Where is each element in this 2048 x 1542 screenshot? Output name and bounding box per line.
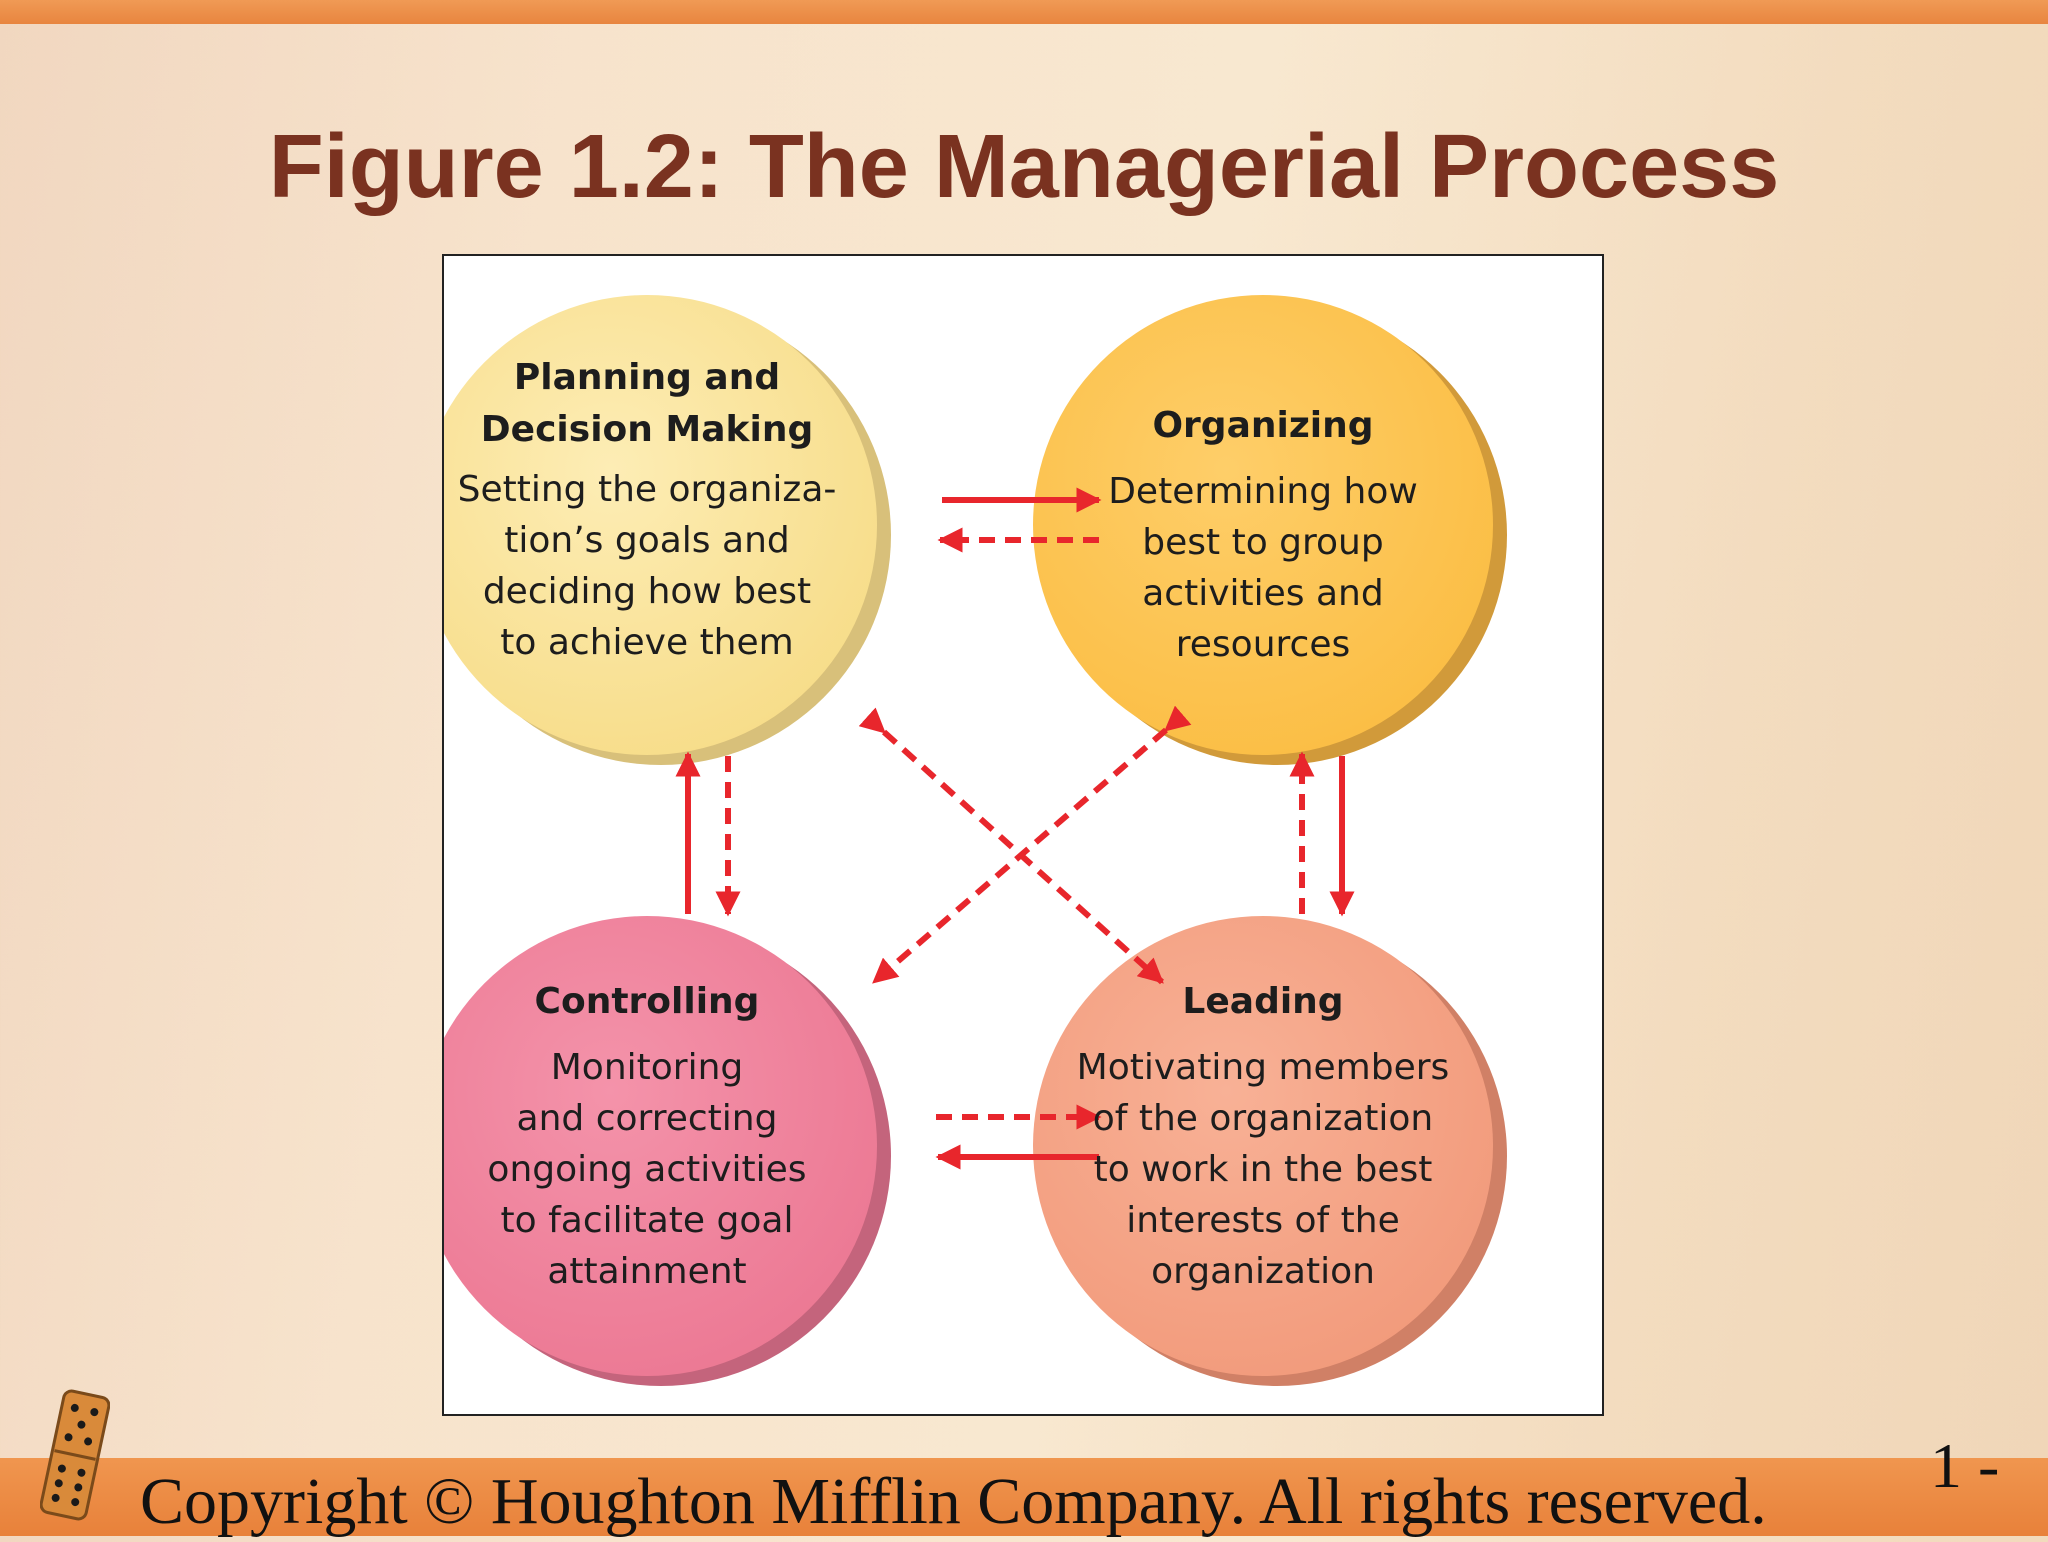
controlling-description: Monitoring and correcting ongoing activi… [437,1042,857,1297]
planning-desc-line: to achieve them [500,622,794,663]
planning-desc-line: Setting the organiza- [457,469,837,510]
managerial-process-figure: Planning and Decision Making Setting the… [442,254,1604,1416]
planning-desc-line: deciding how best [482,571,812,612]
leading-desc-line: of the organization [1092,1098,1434,1139]
leading-desc-line: to work in the best [1093,1149,1433,1190]
process-diagram-svg [444,295,1507,1386]
controlling-text: Controlling Monitoring and correcting on… [437,976,857,1297]
planning-description: Setting the organiza- tion’s goals and d… [437,464,857,668]
arrow-organizing-controlling-diagonal [872,705,1192,985]
slide-number: 1 - [1930,1430,2000,1501]
controlling-desc-line: Monitoring [550,1047,744,1088]
bottom-accent-bar [0,1458,2048,1536]
leading-desc-line: interests of the [1126,1200,1400,1241]
organizing-heading: Organizing [1152,405,1374,446]
organizing-circle [1033,295,1493,755]
controlling-heading: Controlling [534,981,760,1022]
leading-desc-line: organization [1151,1251,1375,1292]
controlling-desc-line: attainment [547,1251,747,1292]
leading-desc-line: Motivating members [1076,1047,1450,1088]
controlling-desc-line: to facilitate goal [500,1200,794,1241]
domino-icon [40,1389,110,1521]
planning-heading-line-1: Planning and [513,357,781,398]
slide-title: Figure 1.2: The Managerial Process [268,117,1780,217]
copyright-notice: Copyright © Houghton Mifflin Company. Al… [140,1465,1767,1538]
organizing-desc-line: Determining how [1108,471,1418,512]
leading-description: Motivating members of the organization t… [1053,1042,1473,1297]
organizing-description: Determining how best to group activities… [1053,466,1473,670]
top-accent-bar [0,0,2048,24]
planning-desc-line: tion’s goals and [504,520,790,561]
controlling-circle [444,916,877,1376]
leading-text: Leading Motivating members of the organi… [1053,976,1473,1297]
planning-heading: Planning and Decision Making [437,352,857,456]
planning-text: Planning and Decision Making Setting the… [437,352,857,668]
planning-heading-line-2: Decision Making [480,409,814,450]
organizing-desc-line: resources [1175,624,1351,665]
organizing-desc-line: best to group [1142,522,1384,563]
controlling-desc-line: and correcting [516,1098,778,1139]
organizing-text: Organizing Determining how best to group… [1053,400,1473,670]
organizing-desc-line: activities and [1142,573,1384,614]
leading-circle [1033,916,1493,1376]
planning-circle [444,295,877,755]
controlling-desc-line: ongoing activities [487,1149,807,1190]
leading-heading: Leading [1182,981,1344,1022]
